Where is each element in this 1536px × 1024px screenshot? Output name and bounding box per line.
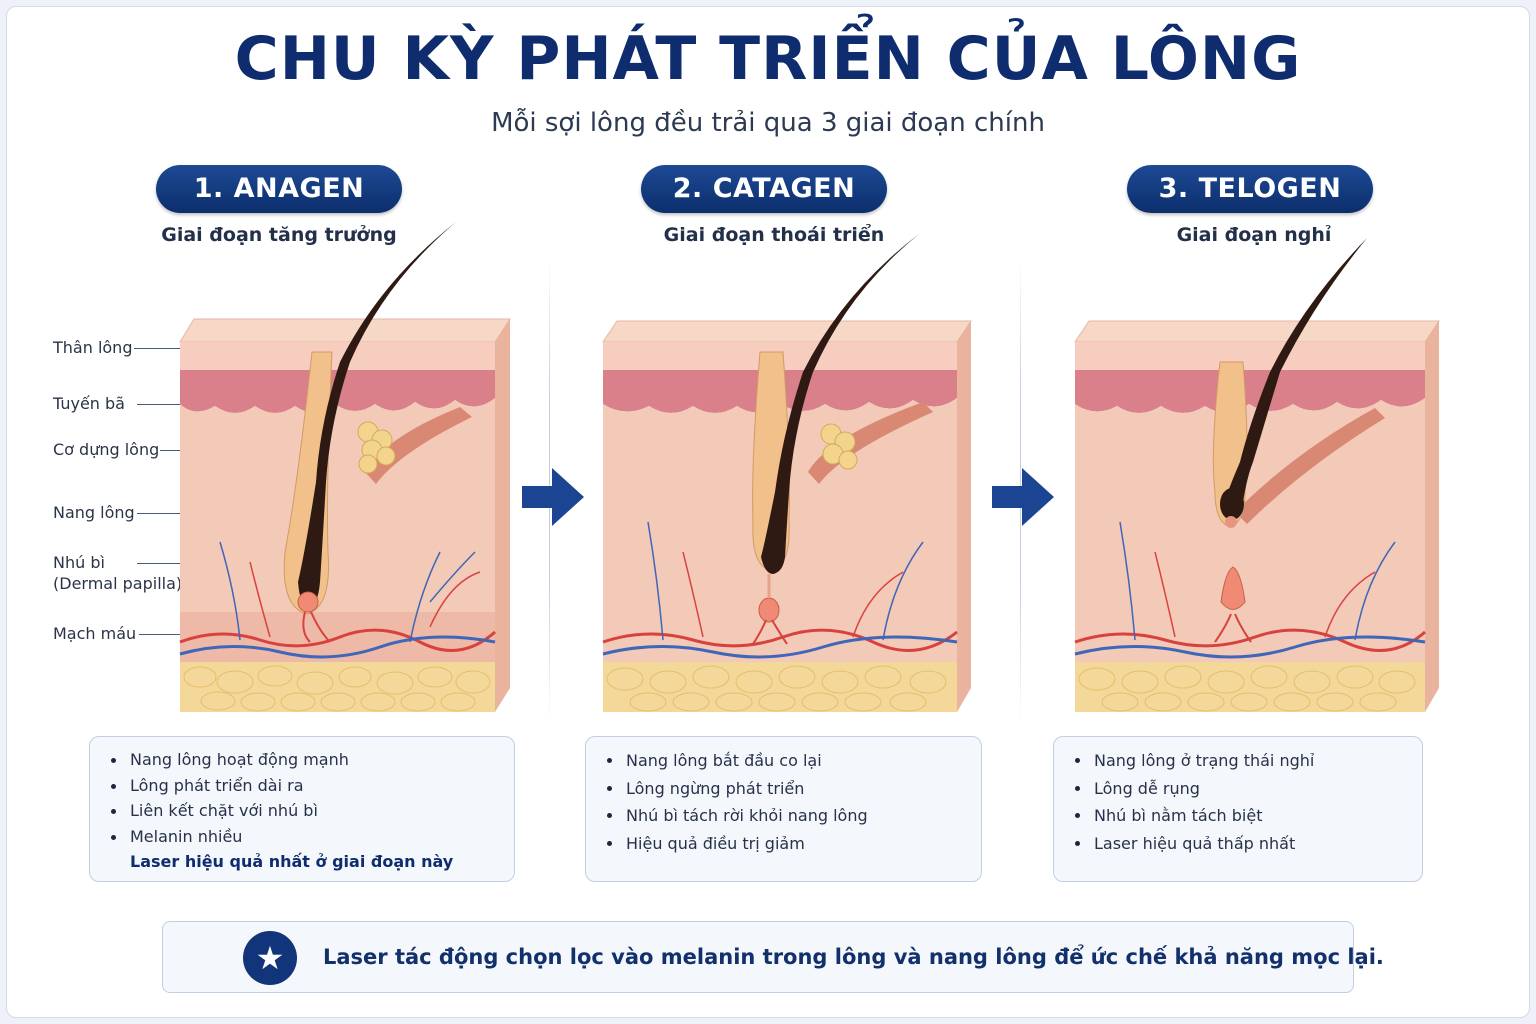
star-icon: ★ [243, 931, 297, 985]
stage-3-bullets: Nang lông ở trạng thái nghỉ Lông dễ rụng… [1054, 737, 1422, 857]
stage-1-bullets: Nang lông hoạt động mạnh Lông phát triển… [90, 737, 514, 849]
list-item: Nang lông bắt đầu co lại [607, 747, 981, 775]
stage-3-subtitle: Giai đoạn nghỉ [1176, 224, 1332, 246]
skin-side-face [495, 319, 510, 712]
stage-2-bullets: Nang lông bắt đầu co lại Lông ngừng phát… [586, 737, 981, 857]
label-arrector-muscle: Cơ dựng lông [53, 440, 160, 459]
skin-top-face [179, 318, 511, 343]
stage-1-info-box: Nang lông hoạt động mạnh Lông phát triển… [89, 736, 515, 882]
hair-shaft [298, 222, 456, 608]
list-item: Nang lông ở trạng thái nghỉ [1075, 747, 1422, 775]
label-follicle: Nang lông [53, 503, 135, 522]
sebaceous-gland [357, 421, 396, 474]
list-item: Lông phát triển dài ra [111, 773, 514, 799]
stage-3-badge: 3. TELOGEN [1127, 165, 1373, 213]
dermal-papilla [297, 591, 319, 613]
right-arrow-icon [522, 468, 584, 526]
stage-2-subtitle: Giai đoạn thoái triển [663, 224, 885, 246]
stage-3-info-box: Nang lông ở trạng thái nghỉ Lông dễ rụng… [1053, 736, 1423, 882]
label-dermal-papilla-en: (Dermal papilla) [53, 574, 183, 593]
stage-1-subtitle: Giai đoạn tăng trưởng [161, 224, 397, 246]
vein [179, 635, 496, 659]
footer-note: ★ Laser tác động chọn lọc vào melanin tr… [162, 921, 1384, 993]
catagen-skin-diagram [602, 234, 972, 712]
label-dermal-papilla: Nhú bì [53, 553, 105, 572]
stage-2-badge: 2. CATAGEN [641, 165, 887, 213]
fat-cells [183, 665, 491, 712]
right-arrow-icon [992, 468, 1054, 526]
list-item: Nhú bì tách rời khỏi nang lông [607, 802, 981, 830]
list-item: Hiệu quả điều trị giảm [607, 830, 981, 858]
dermis-layer [180, 398, 495, 652]
list-item: Laser hiệu quả thấp nhất [1075, 830, 1422, 858]
stage-2-info-box: Nang lông bắt đầu co lại Lông ngừng phát… [585, 736, 982, 882]
arrector-muscle [365, 407, 472, 484]
fat-layer [180, 662, 495, 712]
page-subtitle: Mỗi sợi lông đều trải qua 3 giai đoạn ch… [491, 108, 1045, 138]
anagen-skin-diagram [179, 222, 511, 712]
artery [179, 628, 496, 652]
epidermis-top [180, 342, 495, 370]
list-item: Lông ngừng phát triển [607, 775, 981, 803]
stage-1-highlight: Laser hiệu quả nhất ở giai đoạn này [130, 852, 454, 871]
list-item: Liên kết chặt với nhú bì [111, 798, 514, 824]
stage-1-badge: 1. ANAGEN [156, 165, 402, 213]
page-title: CHU KỲ PHÁT TRIỂN CỦA LÔNG [234, 24, 1302, 94]
telogen-skin-diagram [1074, 238, 1440, 712]
label-blood-vessels: Mạch máu [53, 624, 137, 643]
list-item: Melanin nhiều [111, 824, 514, 850]
list-item: Lông dễ rụng [1075, 775, 1422, 803]
label-sebaceous-gland: Tuyến bã [53, 394, 125, 413]
list-item: Nang lông hoạt động mạnh [111, 747, 514, 773]
label-hair-shaft: Thân lông [53, 338, 133, 357]
footer-note-text: Laser tác động chọn lọc vào melanin tron… [323, 945, 1384, 969]
list-item: Nhú bì nằm tách biệt [1075, 802, 1422, 830]
